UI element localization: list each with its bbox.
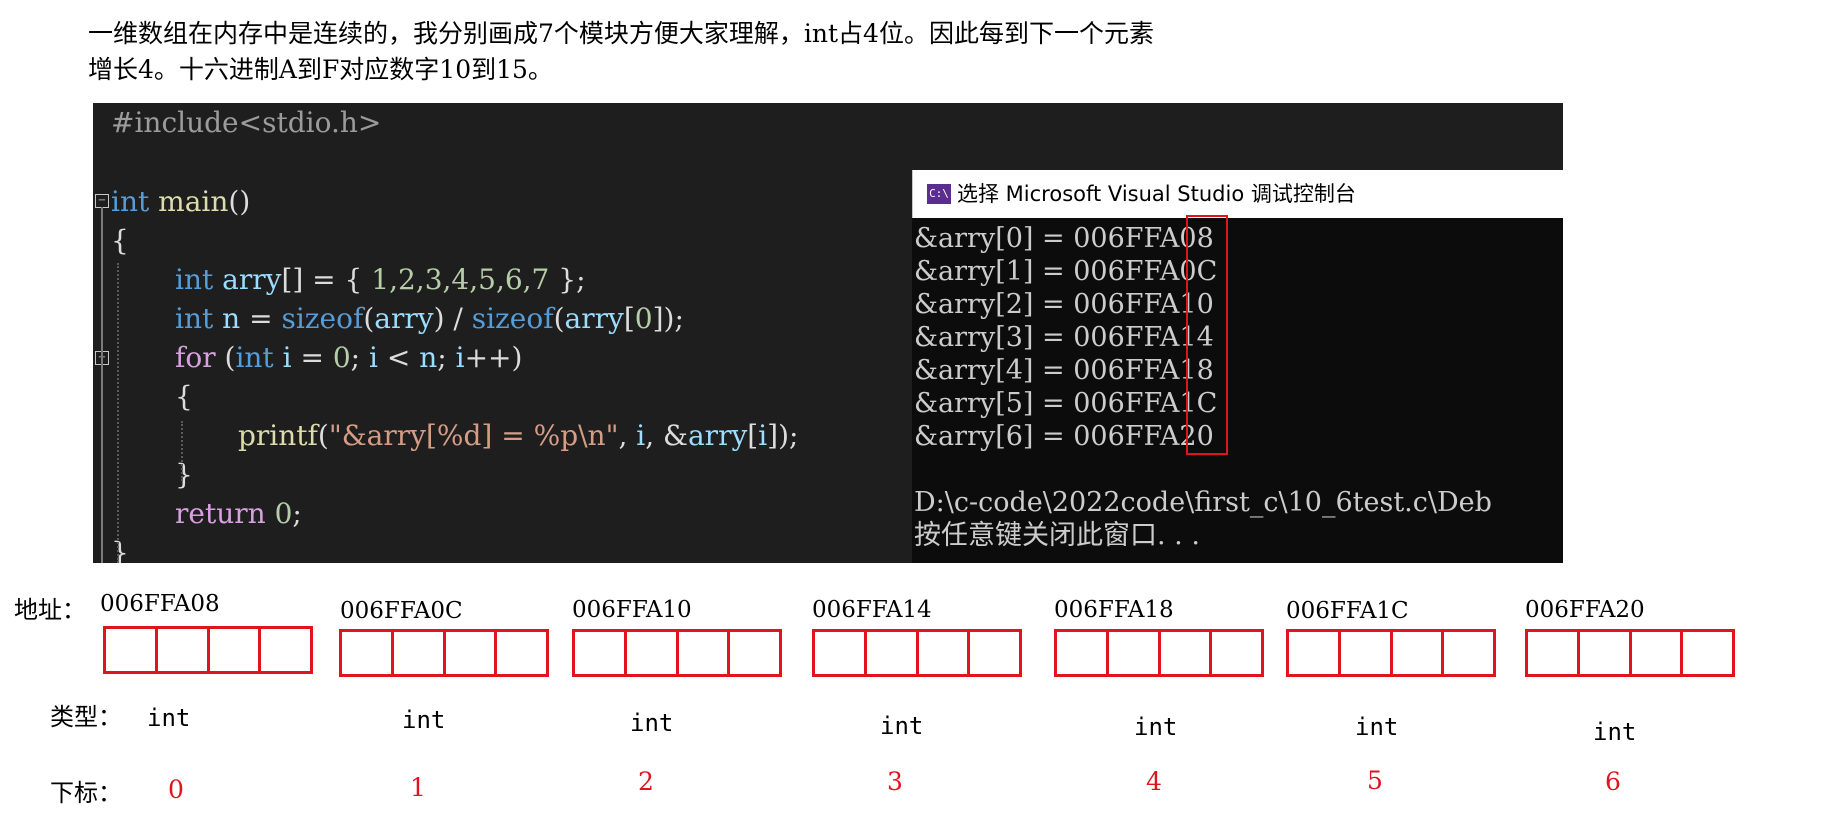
element-address: 006FFA20 [1525,597,1645,623]
memory-block [812,629,1022,677]
var-n: n [222,302,241,335]
kw-int: int [175,263,214,296]
element-index: 3 [887,767,903,796]
indent-guide-2 [181,421,183,481]
code-line-printf: printf("&arry[%d] = %p\n", i, &arry[i]); [238,419,799,452]
element-index: 5 [1367,766,1383,795]
console-output-line: &arry[2] = 006FFA10 [914,289,1214,320]
element-index: 1 [410,773,426,802]
element-address: 006FFA14 [812,597,932,623]
element-type: int [1134,713,1178,741]
fn-printf: printf [238,419,318,452]
array-values: 1,2,3,4,5,6,7 [371,263,550,296]
element-type: int [147,704,191,732]
code-line-open-brace: { [111,224,129,257]
fn-main: main [158,185,229,218]
console-output-line: &arry[5] = 006FFA1C [914,388,1218,419]
element-index: 2 [638,767,654,796]
element-index: 4 [1146,767,1162,796]
intro-text: 一维数组在内存中是连续的，我分别画成7个模块方便大家理解，int占4位。因此每到… [88,16,1154,88]
element-address: 006FFA0C [340,598,463,624]
kw-return: return [175,497,266,530]
element-address: 006FFA10 [572,597,692,623]
code-line-close-brace: } [111,536,129,563]
element-address: 006FFA1C [1286,598,1409,624]
kw-for: for [175,341,216,374]
intro-line-1: 一维数组在内存中是连续的，我分别画成7个模块方便大家理解，int占4位。因此每到… [88,19,1154,48]
code-line-for: for (int i = 0; i < n; i++) [175,341,523,374]
address-suffix-highlight [1186,215,1228,455]
code-line-main: int main() [111,185,251,218]
code-line-array-decl: int arry[] = { 1,2,3,4,5,6,7 }; [175,263,586,296]
code-line-include: #include<stdio.h> [111,106,382,139]
intro-line-2: 增长4。十六进制A到F对应数字10到15。 [88,55,553,84]
memory-block [339,629,549,677]
num-zero: 0 [332,341,351,374]
fold-bar-main [101,207,103,563]
element-type: int [1593,718,1637,746]
console-exe-path: D:\c-code\2022code\first_c\10_6test.c\De… [914,487,1492,518]
printf-format-string: "&arry[%d] = %p\n" [328,419,619,452]
kw-int: int [111,185,150,218]
code-line-for-open-brace: { [175,380,193,413]
element-index: 6 [1605,767,1621,796]
memory-block [1525,629,1735,677]
var-arry: arry [374,302,434,335]
kw-int: int [235,341,274,374]
kw-int: int [175,302,214,335]
console-title-bar[interactable]: C:\ 选择 Microsoft Visual Studio 调试控制台 [912,170,1563,218]
code-line-for-close-brace: } [175,458,193,491]
debug-console-window[interactable]: C:\ 选择 Microsoft Visual Studio 调试控制台 &ar… [912,170,1563,563]
var-i: i [282,341,292,374]
memory-block [572,629,782,677]
element-type: int [630,709,674,737]
address-label: 地址： [14,596,86,624]
collapse-main-icon[interactable]: − [95,194,109,208]
var-n: n [419,341,438,374]
element-index: 0 [168,775,184,804]
kw-sizeof: sizeof [281,302,364,335]
var-i: i [636,419,646,452]
var-i: i [455,341,465,374]
console-app-icon: C:\ [927,184,951,204]
var-arry: arry [687,419,748,452]
memory-block [103,626,313,674]
element-type: int [880,712,924,740]
index-label: 下标： [50,779,122,807]
var-arry: arry [564,302,624,335]
type-label: 类型： [50,703,122,731]
num-zero: 0 [274,497,293,530]
num-zero: 0 [634,302,653,335]
console-title: 选择 Microsoft Visual Studio 调试控制台 [957,182,1356,206]
element-type: int [1355,713,1399,741]
element-address: 006FFA08 [100,591,220,617]
memory-block [1286,629,1496,677]
element-address: 006FFA18 [1054,597,1174,623]
console-output-line: &arry[0] = 006FFA08 [914,223,1214,254]
var-i: i [369,341,378,374]
element-type: int [402,706,446,734]
console-output-line: &arry[6] = 006FFA20 [914,421,1214,452]
memory-block [1054,629,1264,677]
var-arry: arry [222,263,282,296]
console-output-line: &arry[4] = 006FFA18 [914,355,1214,386]
console-output-line: &arry[3] = 006FFA14 [914,322,1214,353]
kw-sizeof: sizeof [471,302,554,335]
var-i: i [758,419,768,452]
console-output-line: &arry[1] = 006FFA0C [914,256,1218,287]
console-press-key: 按任意键关闭此窗口. . . [914,520,1200,551]
indent-guide-1 [117,263,119,563]
code-line-n-decl: int n = sizeof(arry) / sizeof(arry[0]); [175,302,684,335]
code-line-return: return 0; [175,497,302,530]
